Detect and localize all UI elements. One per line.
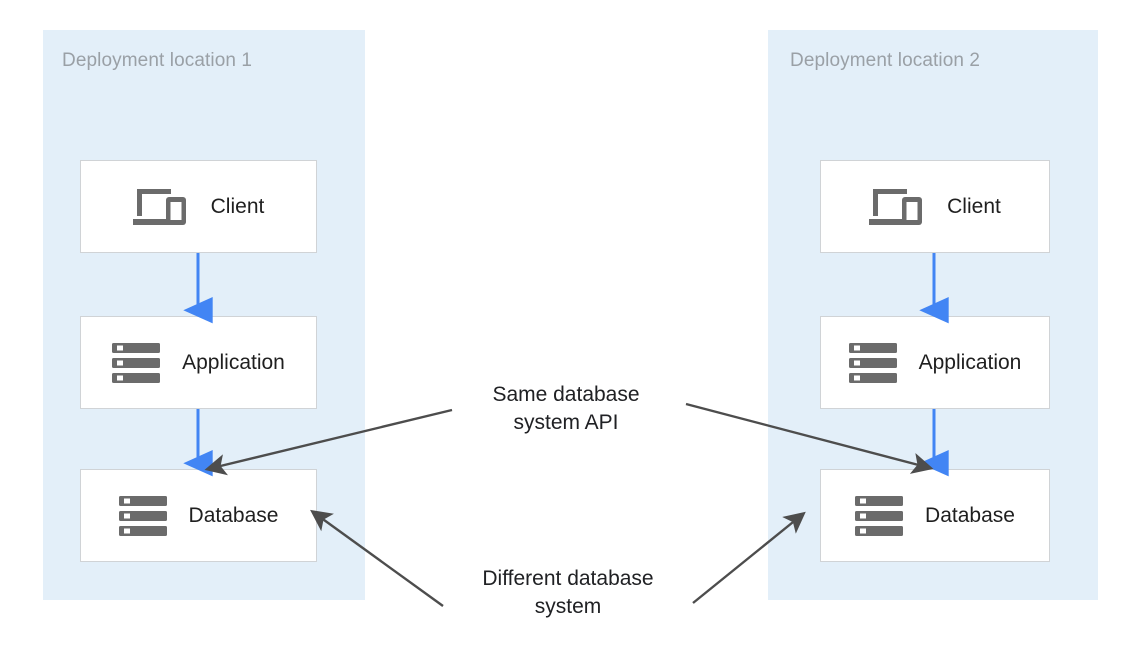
server-icon: [118, 495, 167, 537]
devices-icon: [869, 185, 925, 229]
devices-icon: [132, 185, 189, 229]
node-client-1-label: Client: [210, 194, 265, 218]
annotation-different-database-system: Different database system: [482, 567, 654, 618]
node-client-1[interactable]: Client: [80, 160, 317, 253]
node-application-1-label: Application: [182, 350, 285, 374]
node-application-2[interactable]: Application: [820, 316, 1050, 409]
deployment-zone-2-label: Deployment location 2: [790, 50, 981, 71]
server-icon: [848, 342, 897, 384]
node-database-2-label: Database: [925, 503, 1015, 527]
server-icon: [112, 342, 161, 384]
node-application-1[interactable]: Application: [80, 316, 317, 409]
node-database-2[interactable]: Database: [820, 469, 1050, 562]
node-client-2-label: Client: [947, 194, 1001, 218]
node-database-1-label: Database: [188, 503, 279, 527]
annotation-same-database-system-api: Same database system API: [492, 383, 640, 434]
node-client-2[interactable]: Client: [820, 160, 1050, 253]
deployment-zone-1-label: Deployment location 1: [62, 50, 253, 71]
node-database-1[interactable]: Database: [80, 469, 317, 562]
node-application-2-label: Application: [918, 350, 1022, 374]
server-icon: [855, 495, 904, 537]
